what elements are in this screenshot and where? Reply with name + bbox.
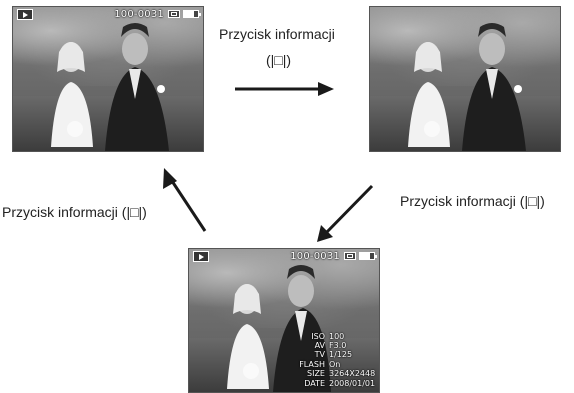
info-key: DATE (304, 378, 325, 388)
photo-background (13, 7, 203, 87)
couple-photo (408, 23, 526, 151)
file-number: 100-0031 (290, 250, 340, 262)
shooting-info-panel: ISO 100 AV F3.0 TV 1/125 FLASH On SIZE 3… (295, 332, 376, 388)
info-key: SIZE (307, 369, 325, 379)
osd-top-bar: 100-0031 (189, 249, 379, 263)
info-value: 1/125 (329, 350, 353, 360)
caption-top-line2: (|□|) (266, 52, 292, 68)
info-value: 100 (329, 331, 345, 341)
lcd-screen-detailed-info: 100-0031 ISO 100 AV F3.0 TV 1/125 FLASH … (188, 248, 380, 393)
info-value: 2008/01/01 (329, 378, 376, 388)
lcd-screen-no-info (369, 6, 561, 152)
couple-photo (51, 23, 169, 151)
info-row-flash: FLASH On (295, 360, 373, 369)
memory-card-icon (168, 10, 180, 18)
info-row-size: SIZE 3264X2448 (295, 369, 376, 379)
caption-left: Przycisk informacji (|□|) (2, 204, 147, 220)
play-icon (193, 251, 209, 262)
info-value: F3.0 (329, 340, 347, 350)
battery-icon (183, 10, 201, 18)
couple-photo (227, 265, 331, 392)
info-key: ISO (311, 331, 325, 341)
file-number: 100-0031 (114, 8, 164, 20)
info-value: 3264X2448 (329, 369, 376, 379)
info-row-tv: TV 1/125 (295, 350, 373, 359)
photo-background (370, 7, 560, 87)
arrow-up-left (163, 168, 207, 232)
info-key: FLASH (299, 359, 325, 369)
caption-top-line1: Przycisk informacji (219, 26, 335, 42)
caption-right: Przycisk informacji (|□|) (400, 193, 545, 209)
info-value: On (329, 359, 341, 369)
play-icon (17, 9, 33, 20)
memory-card-icon (344, 252, 356, 260)
osd-top-bar: 100-0031 (13, 7, 203, 21)
battery-icon (359, 252, 377, 260)
arrow-down-left (317, 184, 374, 242)
arrow-right (235, 82, 334, 96)
info-key: TV (314, 350, 325, 360)
lcd-screen-basic-info: 100-0031 (12, 6, 204, 152)
info-row-date: DATE 2008/01/01 (295, 378, 376, 388)
photo-background (189, 249, 379, 328)
info-row-iso: ISO 100 (295, 332, 373, 341)
info-key: AV (314, 340, 325, 350)
info-row-av: AV F3.0 (295, 341, 373, 350)
